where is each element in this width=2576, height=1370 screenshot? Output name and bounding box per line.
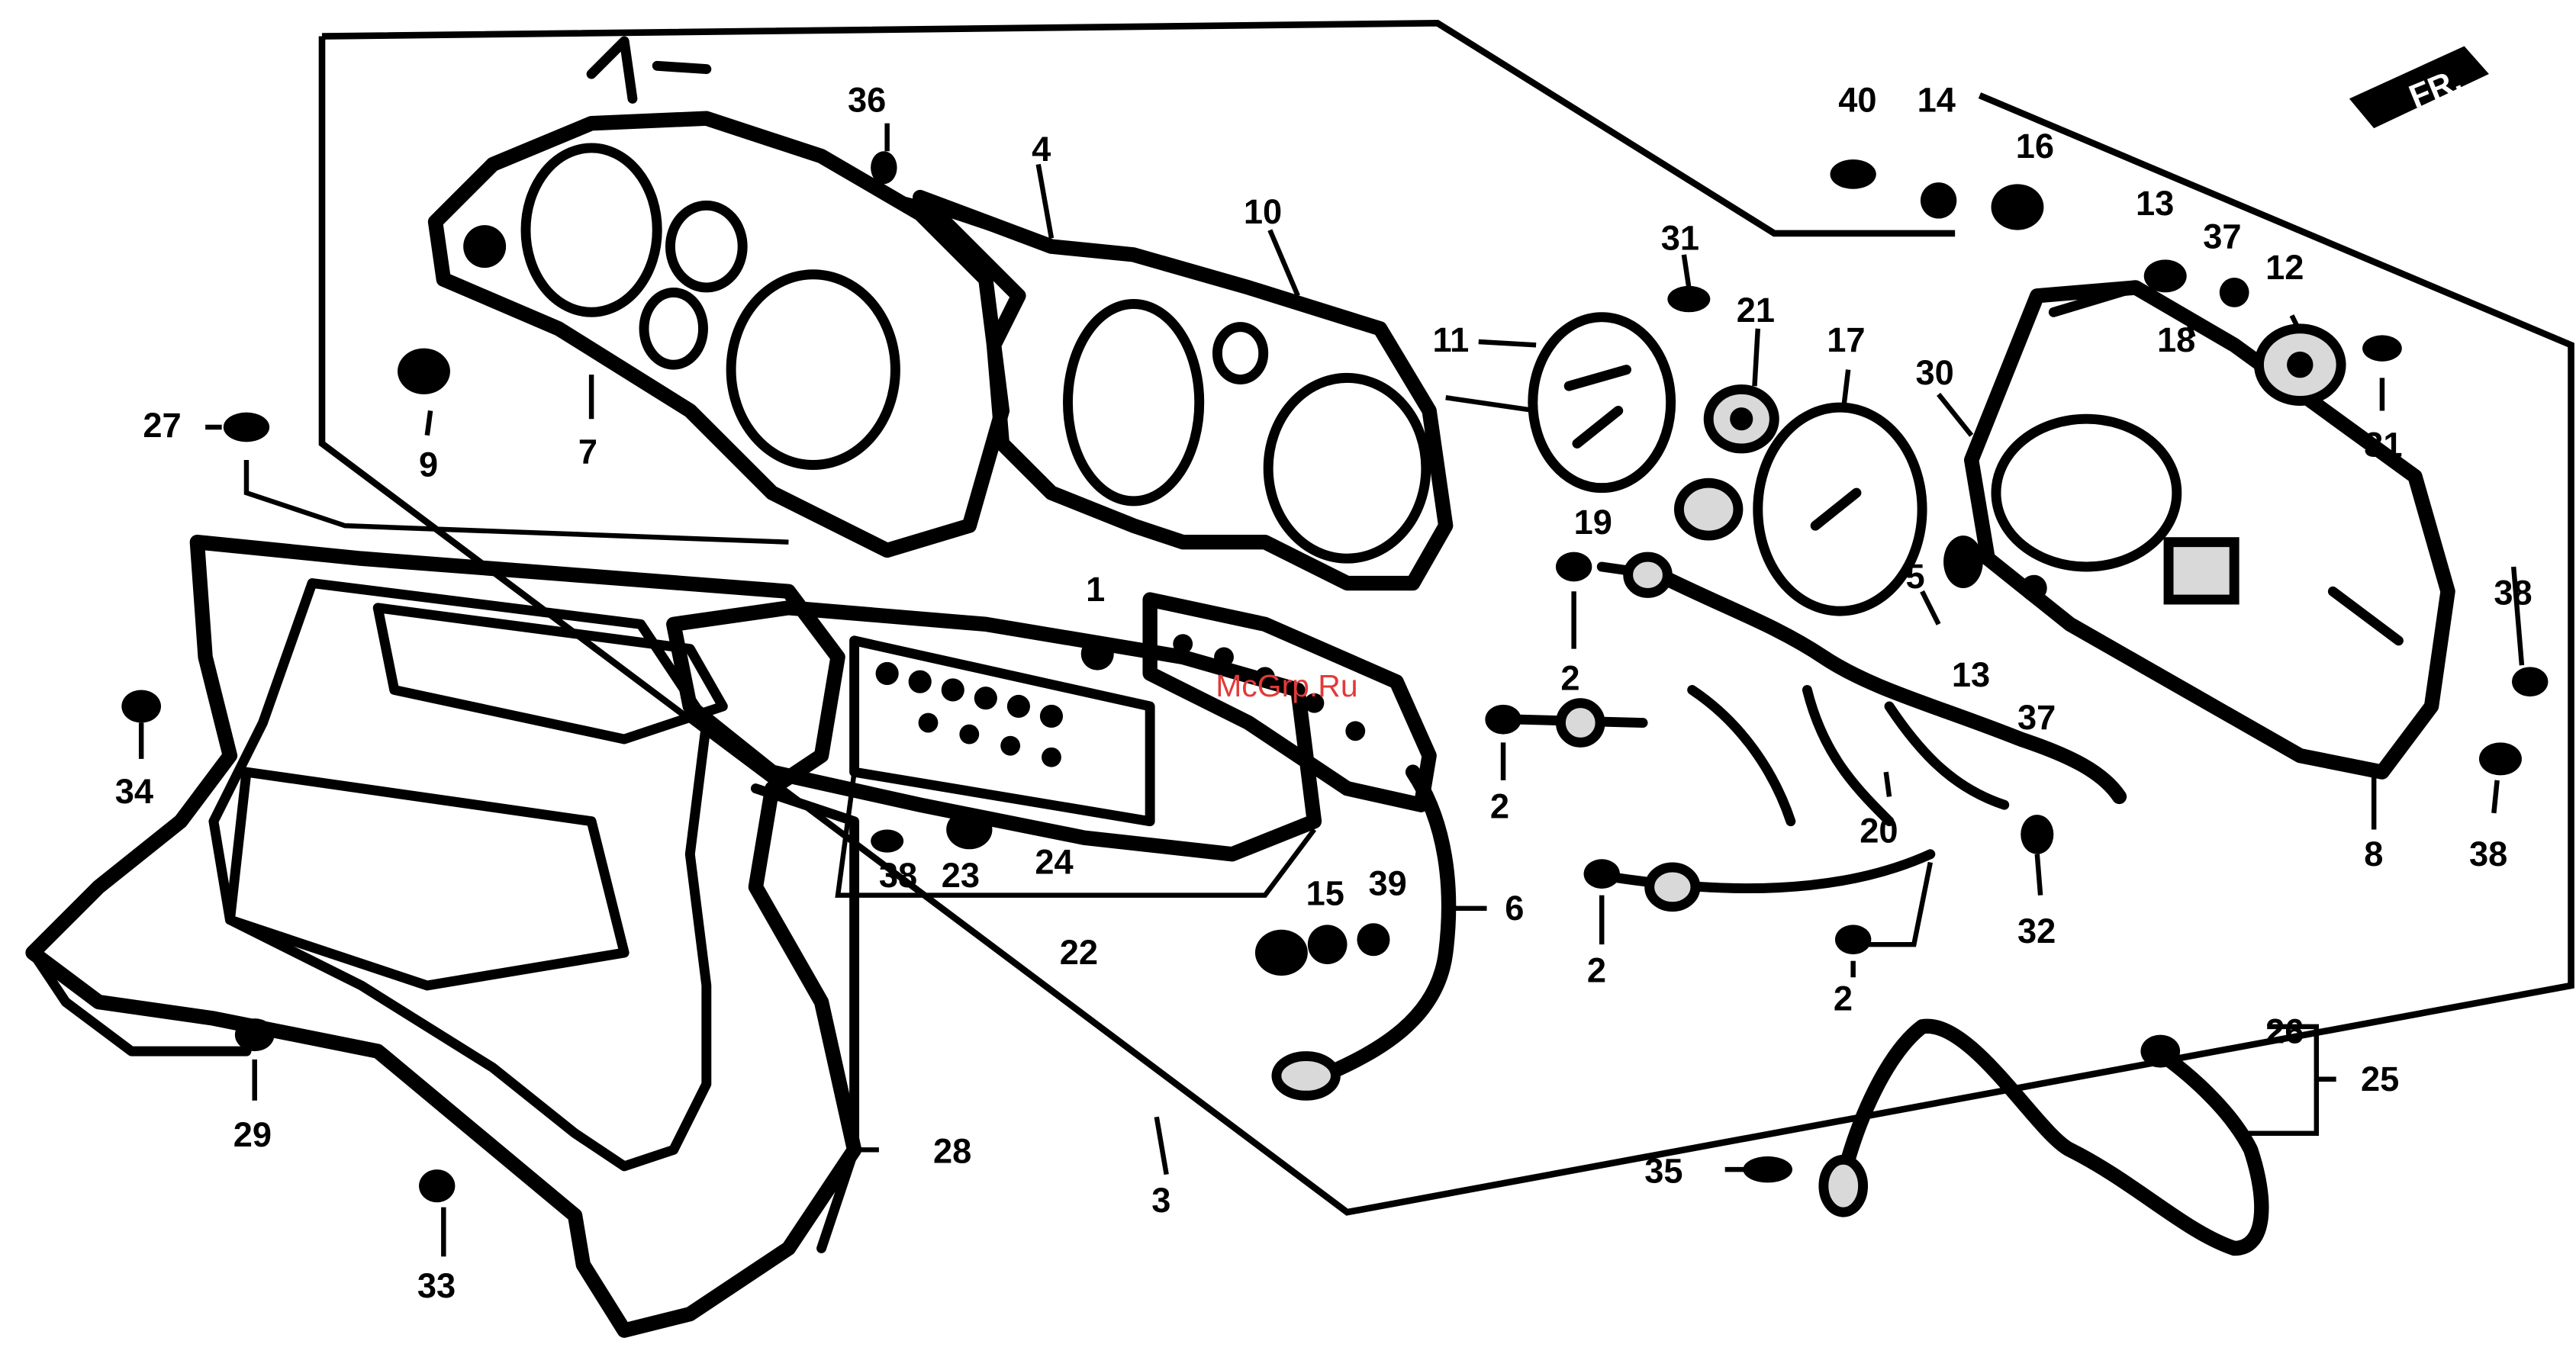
- callout-3: 3: [1151, 1181, 1170, 1220]
- callout-20: 20: [1860, 812, 1898, 851]
- meter-cover-part-7: [436, 41, 1003, 550]
- callout-38-b: 38: [2469, 835, 2507, 873]
- screw-part-37-icon: [2220, 278, 2249, 307]
- callout-40: 40: [1838, 81, 1876, 120]
- screw-part-31-icon: [2362, 335, 2402, 361]
- callout-25: 25: [2361, 1060, 2399, 1098]
- callout-36: 36: [848, 81, 886, 120]
- callout-10: 10: [1244, 192, 1282, 231]
- callout-32: 32: [2017, 912, 2056, 950]
- screw-part-38b-icon: [2479, 742, 2522, 775]
- screw-part-34-icon: [121, 690, 161, 722]
- screw-part-33-icon: [419, 1169, 455, 1202]
- bulb-part-14-icon: [1921, 182, 1956, 218]
- callout-11: 11: [1432, 320, 1469, 359]
- callout-18: 18: [2157, 320, 2195, 359]
- callout-16: 16: [2016, 127, 2054, 166]
- bulb-part-13b-icon: [1943, 535, 1983, 588]
- callout-38-c: 38: [879, 856, 917, 895]
- bulb-socket-part-19: [1679, 483, 1738, 535]
- callout-12: 12: [2265, 248, 2304, 287]
- callout-5: 5: [1906, 557, 1925, 596]
- callout-28: 28: [933, 1132, 971, 1171]
- callout-37-a: 37: [2203, 217, 2241, 256]
- callout-2-a: 2: [1560, 658, 1579, 697]
- callout-15: 15: [1306, 874, 1344, 913]
- callout-2-d: 2: [1834, 979, 1853, 1018]
- callout-27: 27: [143, 406, 181, 445]
- grommet-part-9-icon: [398, 349, 450, 394]
- callout-24: 24: [1035, 843, 1073, 882]
- callout-31-b: 31: [2364, 426, 2402, 465]
- bulb-part-13-icon: [2144, 259, 2187, 292]
- bulb-part-16-icon: [1992, 184, 2044, 230]
- callout-23: 23: [942, 856, 980, 895]
- bulb-holder-part-12: [2259, 329, 2341, 401]
- screw-part-35-icon: [1743, 1156, 1792, 1182]
- callout-38-a: 38: [2494, 574, 2532, 613]
- front-direction-badge: FR.: [2349, 46, 2489, 128]
- screw-part-37b-icon: [2021, 575, 2046, 601]
- callout-19: 19: [1574, 503, 1612, 542]
- bulb-part-15b-icon: [1308, 925, 1348, 964]
- screw-part-38-icon: [2512, 667, 2548, 696]
- callout-7: 7: [578, 432, 597, 471]
- callout-17: 17: [1827, 320, 1865, 359]
- screw-part-31b-icon: [1667, 286, 1710, 312]
- callout-2-b: 2: [1490, 786, 1509, 825]
- terminal-part-2b-icon: [1485, 705, 1521, 735]
- callout-29: 29: [233, 1115, 272, 1154]
- screw-part-38c-icon: [871, 829, 903, 852]
- terminal-part-2-icon: [1556, 552, 1592, 582]
- callout-8: 8: [2364, 835, 2383, 873]
- callout-1: 1: [1086, 570, 1105, 609]
- callout-31-a: 31: [1661, 218, 1699, 257]
- bulb-socket-part-21: [1708, 389, 1774, 449]
- callout-13-a: 13: [2136, 184, 2174, 223]
- grommet-part-32-icon: [2021, 815, 2053, 854]
- callout-4: 4: [1032, 130, 1051, 169]
- callout-35: 35: [1644, 1151, 1682, 1190]
- callout-37-b: 37: [2017, 698, 2056, 737]
- callout-2-c: 2: [1587, 951, 1606, 990]
- callout-26: 26: [2265, 1011, 2304, 1050]
- callout-9: 9: [419, 445, 438, 484]
- speedo-cable-part-25: [1824, 1026, 2262, 1248]
- indicator-panel-part-22: [674, 600, 1429, 854]
- screw-part-40-icon: [1831, 159, 1876, 189]
- callout-6: 6: [1505, 889, 1524, 928]
- callout-30: 30: [1915, 353, 1953, 392]
- wire-harness-part-5: [1485, 552, 2119, 955]
- callout-33: 33: [417, 1266, 456, 1305]
- screw-part-36-icon: [871, 151, 897, 184]
- terminal-part-2c-icon: [1584, 859, 1620, 889]
- terminal-part-2d-icon: [1835, 925, 1871, 954]
- callout-39: 39: [1369, 864, 1407, 903]
- watermark-text: McGrp.Ru: [1216, 668, 1357, 703]
- clip-part-27-icon: [224, 413, 269, 442]
- bulb-part-15-icon: [1255, 930, 1308, 976]
- callout-21: 21: [1737, 291, 1775, 330]
- callout-14: 14: [1918, 81, 1956, 120]
- callout-34: 34: [115, 772, 153, 811]
- gauge-part-17: [1758, 407, 1922, 611]
- callout-22: 22: [1060, 933, 1098, 972]
- callout-13-b: 13: [1952, 655, 1990, 694]
- bulb-part-39-icon: [1357, 923, 1389, 956]
